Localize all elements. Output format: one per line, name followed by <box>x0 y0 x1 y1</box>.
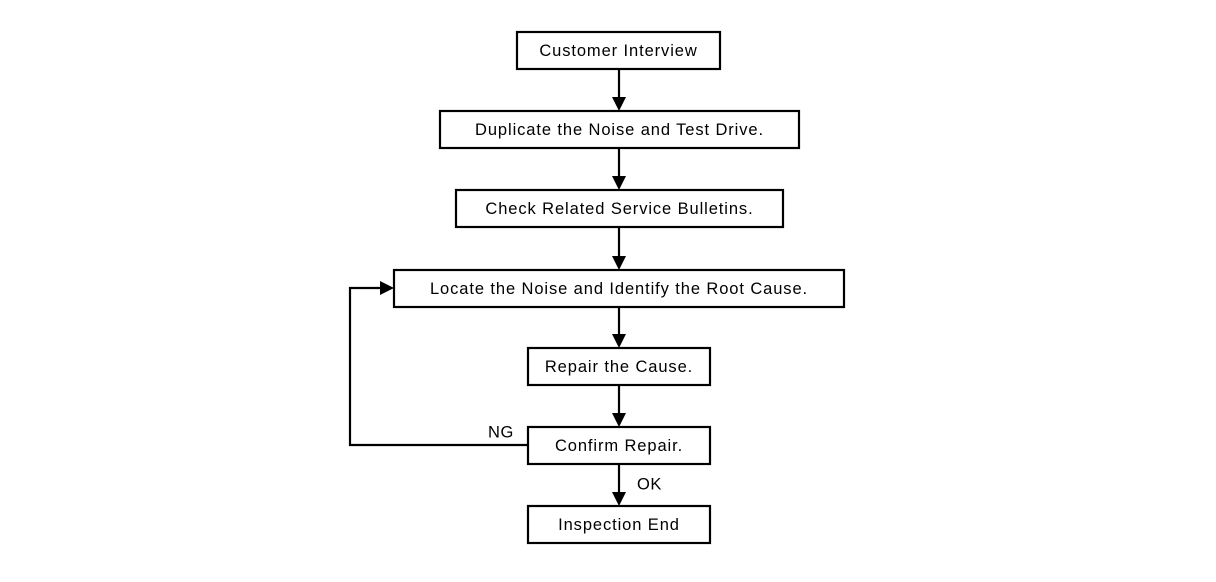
node-box-duplicate-noise[interactable] <box>438 109 801 150</box>
node-label-duplicate-noise: Duplicate the Noise and Test Drive. <box>475 121 764 139</box>
edge-locate-repair <box>612 307 626 348</box>
node-box-confirm-repair[interactable] <box>526 425 712 466</box>
edge-label-ng: NG <box>488 423 514 441</box>
node-box-check-bulletins[interactable] <box>454 188 785 229</box>
edge-bulletins-locate <box>612 227 626 270</box>
node-customer-interview[interactable]: Customer Interview <box>515 30 722 71</box>
node-box-inspection-end[interactable] <box>526 504 712 545</box>
node-confirm-repair[interactable]: Confirm Repair. <box>526 425 712 466</box>
arrowhead-icon <box>612 492 626 506</box>
node-label-check-bulletins: Check Related Service Bulletins. <box>485 200 753 218</box>
arrowhead-icon <box>612 97 626 111</box>
node-check-bulletins[interactable]: Check Related Service Bulletins. <box>454 188 785 229</box>
node-locate-noise[interactable]: Locate the Noise and Identify the Root C… <box>392 268 846 309</box>
node-label-locate-noise: Locate the Noise and Identify the Root C… <box>430 280 808 298</box>
arrowhead-icon <box>612 334 626 348</box>
edge-repair-confirm <box>612 386 626 427</box>
node-label-inspection-end: Inspection End <box>558 516 680 534</box>
edge-label-ok: OK <box>637 475 662 493</box>
edge-confirm-locate-loop <box>348 281 528 447</box>
node-duplicate-noise[interactable]: Duplicate the Noise and Test Drive. <box>438 109 801 150</box>
arrowhead-icon <box>612 176 626 190</box>
node-label-confirm-repair: Confirm Repair. <box>555 437 683 455</box>
edge-confirm-end <box>612 464 626 506</box>
arrowhead-icon <box>612 256 626 270</box>
edge-duplicate-bulletins <box>612 148 626 190</box>
node-inspection-end[interactable]: Inspection End <box>526 504 712 545</box>
arrowhead-icon <box>612 413 626 427</box>
arrowhead-icon <box>380 281 394 295</box>
node-box-locate-noise[interactable] <box>392 268 846 309</box>
node-label-customer-interview: Customer Interview <box>539 42 697 60</box>
node-box-repair-cause[interactable] <box>526 346 712 387</box>
node-label-repair-cause: Repair the Cause. <box>545 358 693 376</box>
node-repair-cause[interactable]: Repair the Cause. <box>526 346 712 387</box>
node-box-customer-interview[interactable] <box>515 30 722 71</box>
edge-interview-duplicate <box>612 69 626 111</box>
